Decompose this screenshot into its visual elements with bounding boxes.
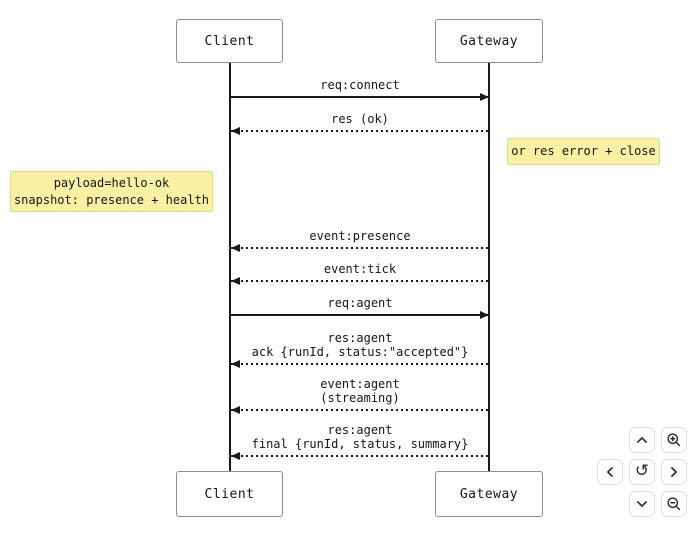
message-line: [231, 314, 489, 316]
pan-down-button[interactable]: [629, 491, 655, 517]
pan-up-button[interactable]: [629, 427, 655, 453]
zoom-out-button[interactable]: [661, 491, 687, 517]
actor-gateway-top: Gateway: [435, 19, 543, 63]
pan-right-button[interactable]: [661, 459, 687, 485]
message-line: [231, 96, 489, 98]
arrowhead-icon: [231, 451, 240, 460]
chevron-down-icon: [632, 494, 652, 514]
reset-rotate-icon: ↺: [634, 460, 650, 481]
chevron-left-icon: [600, 462, 620, 482]
message-line: [231, 247, 489, 249]
message-label: event:presence: [309, 229, 411, 243]
arrowhead-icon: [231, 243, 240, 252]
message-line: [231, 280, 489, 282]
arrowhead-icon: [231, 276, 240, 285]
reset-view-button[interactable]: ↺: [629, 459, 655, 485]
message-label: res:agent ack {runId, status:"accepted"}: [251, 331, 469, 359]
zoom-in-button[interactable]: [661, 427, 687, 453]
message-label: req:agent: [327, 296, 393, 310]
message-line: [231, 130, 489, 132]
lifeline-client: [229, 63, 231, 471]
zoom-out-icon: [664, 494, 684, 514]
actor-client-top: Client: [176, 19, 283, 63]
message-label: event:agent (streaming): [320, 377, 400, 405]
lifeline-gateway: [488, 63, 490, 471]
arrowhead-icon: [231, 405, 240, 414]
actor-label: Gateway: [459, 486, 519, 502]
message-label: res (ok): [331, 112, 389, 126]
arrowhead-icon: [231, 126, 240, 135]
message-line: [231, 455, 489, 457]
message-label: event:tick: [323, 262, 397, 276]
note-error: or res error + close: [507, 138, 660, 165]
arrowhead-icon: [231, 359, 240, 368]
message-label: req:connect: [320, 78, 400, 92]
chevron-right-icon: [664, 462, 684, 482]
actor-label: Gateway: [459, 33, 519, 49]
arrowhead-icon: [480, 92, 489, 101]
actor-client-bottom: Client: [176, 471, 283, 517]
pan-left-button[interactable]: [597, 459, 623, 485]
actor-label: Client: [204, 486, 255, 502]
note-payload: payload=hello-ok snapshot: presence + he…: [10, 171, 213, 212]
message-line: [231, 409, 489, 411]
chevron-up-icon: [632, 430, 652, 450]
arrowhead-icon: [480, 310, 489, 319]
message-label: res:agent final {runId, status, summary}: [251, 423, 469, 451]
actor-gateway-bottom: Gateway: [435, 471, 543, 517]
zoom-in-icon: [664, 430, 684, 450]
message-line: [231, 363, 489, 365]
actor-label: Client: [204, 33, 255, 49]
